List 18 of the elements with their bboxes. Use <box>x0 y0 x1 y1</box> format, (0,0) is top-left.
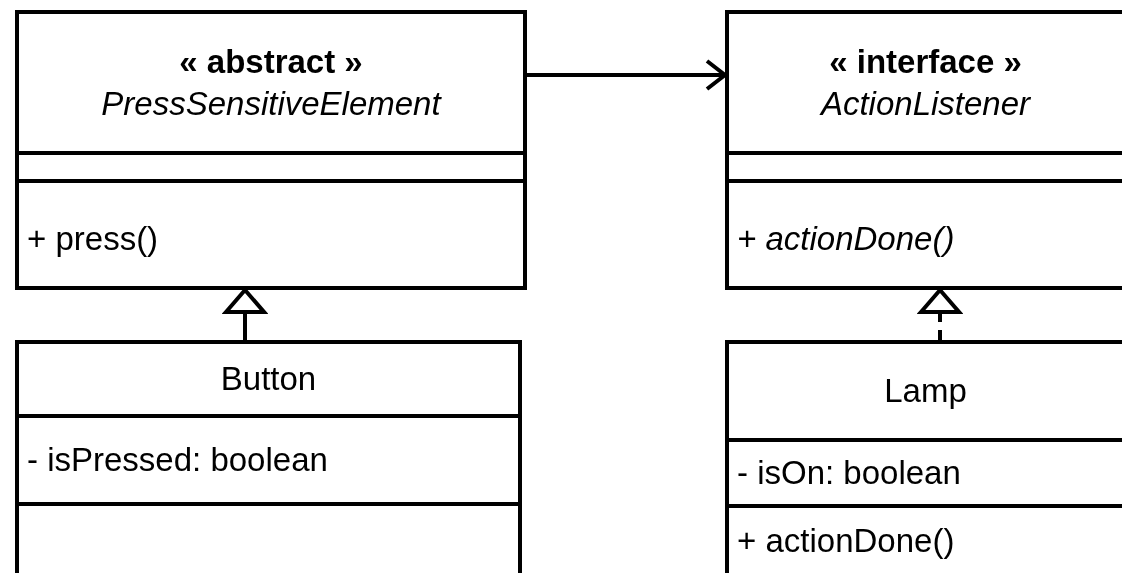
class-name: Lamp <box>884 371 967 412</box>
method-label: + actionDone() <box>737 218 955 259</box>
inheritance-arrow <box>224 288 266 340</box>
class-name: Button <box>220 359 317 400</box>
stereotype-label: « interface » <box>829 42 1022 83</box>
realization-arrow <box>919 288 961 340</box>
method-label: + press() <box>27 218 159 259</box>
association-arrow <box>527 59 727 91</box>
class-box <box>15 340 522 573</box>
attribute-label: - isOn: boolean <box>737 453 961 494</box>
method-label: + actionDone() <box>737 520 955 561</box>
class-box <box>15 10 527 290</box>
class-box <box>725 10 1122 290</box>
class-box <box>725 340 1122 573</box>
attribute-label: - isPressed: boolean <box>27 440 328 481</box>
stereotype-label: « abstract » <box>179 42 363 83</box>
class-name: PressSensitiveElement <box>101 83 441 124</box>
class-name: ActionListener <box>820 83 1031 124</box>
